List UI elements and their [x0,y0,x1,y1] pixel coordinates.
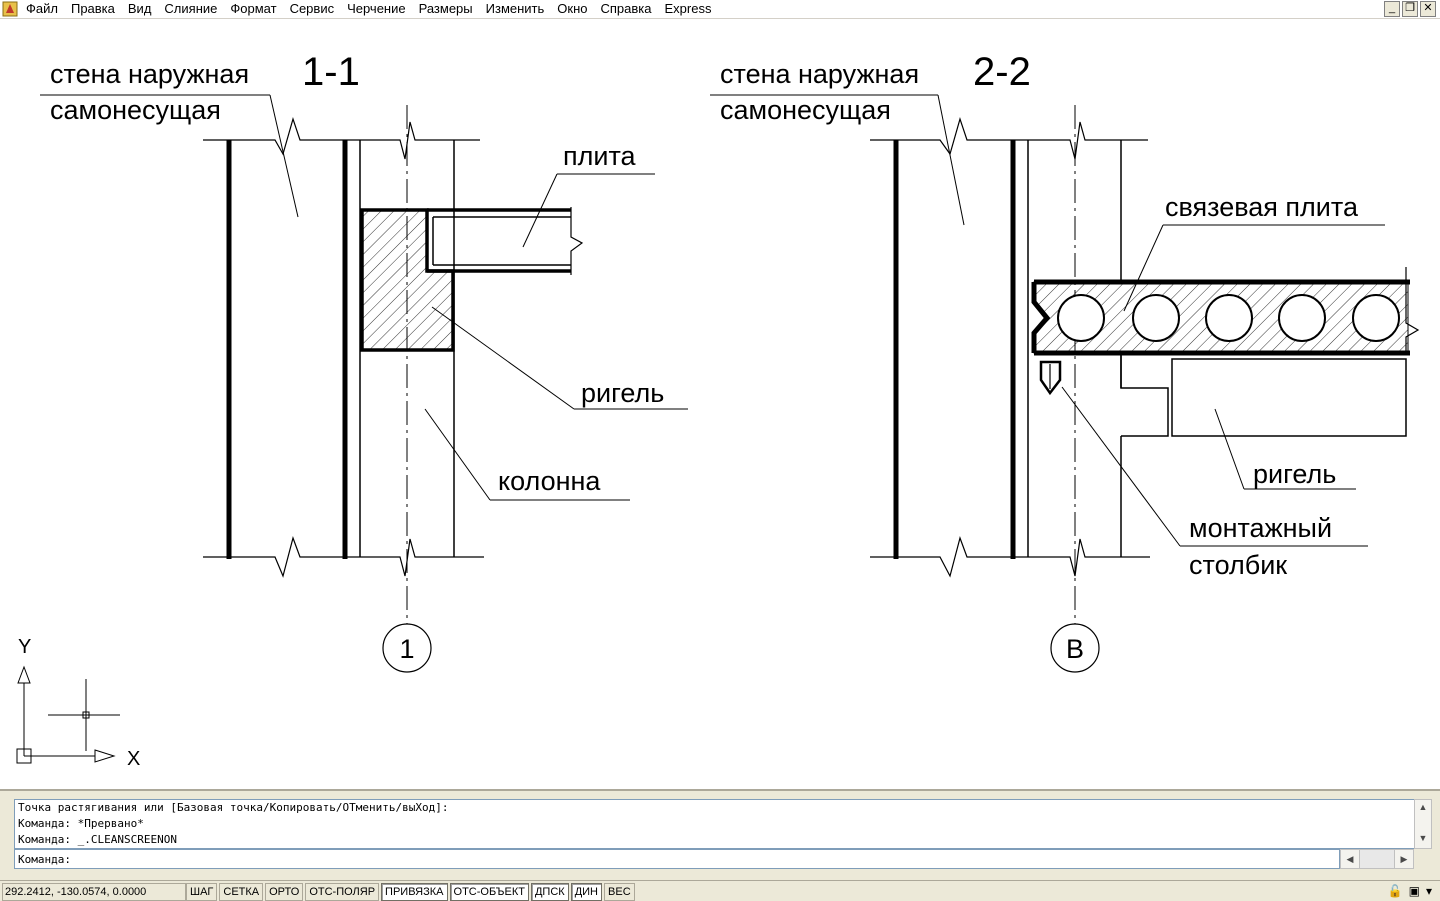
drawing-svg: стена наружная самонесущая 1-1 плита риг… [16,50,1420,770]
scroll-track[interactable] [1415,815,1431,831]
minimize-icon[interactable]: _ [1384,1,1400,17]
scroll-right-icon[interactable]: ▶ [1400,854,1408,864]
command-prompt: Команда: [18,853,71,866]
menu-item[interactable]: Размеры [418,1,473,16]
column-label: колонна [498,466,601,496]
status-toggle[interactable]: ВЕС [604,883,635,901]
menu-item[interactable]: Справка [600,1,652,16]
ucs-x-label: X [127,748,140,770]
status-toggle[interactable]: ОТС-ПОЛЯР [305,883,380,901]
wall-label-1-line2: самонесущая [50,95,221,125]
window-controls: _ ❐ ✕ [1384,1,1436,17]
drawing-labels: стена наружная самонесущая 1-1 плита риг… [18,50,1359,770]
command-vertical-scrollbar[interactable]: ▲ ▼ [1414,799,1432,849]
command-horizontal-scrollbar[interactable]: ◀ ▶ [1340,849,1414,869]
section-1-1 [40,94,688,673]
scroll-down-icon[interactable]: ▼ [1418,833,1428,843]
status-tray: 🔓 ▣ ▾ [1388,883,1432,899]
status-toggle[interactable]: ПРИВЯЗКА [381,883,448,901]
menu-item[interactable]: Сервис [289,1,335,16]
command-input[interactable]: Команда: [14,849,1340,869]
menu-item[interactable]: Слияние [164,1,218,16]
wall-label-2-line1: стена наружная [720,59,919,89]
command-history: Точка растягивания или [Базовая точка/Ко… [14,799,1416,849]
lock-icon[interactable]: 🔓 [1387,884,1403,898]
beam-label-1: ригель [581,378,664,408]
status-toggle[interactable]: ОТС-ОБЪЕКТ [449,883,529,901]
status-toggle[interactable]: ОРТО [265,883,304,901]
axis-marker-1: 1 [399,634,414,664]
menu-items: Файл Правка Вид Слияние Формат Сервис Черчение… [26,0,724,18]
slab-label: плита [563,141,637,171]
section-title-2-2: 2-2 [973,50,1031,94]
menu-item[interactable]: Файл [26,1,58,16]
section-2-2 [710,94,1420,673]
command-history-line: Точка растягивания или [Базовая точка/Ко… [18,801,449,814]
post-label-line1: монтажный [1189,513,1332,543]
status-toggle[interactable]: ШАГ [186,883,218,901]
scroll-thumb[interactable] [1359,850,1395,868]
command-history-line: Команда: *Прервано* [18,817,144,830]
clean-screen-icon[interactable]: ▣ [1408,884,1420,898]
close-icon[interactable]: ✕ [1420,1,1436,17]
axis-marker-b: В [1066,634,1084,664]
status-toggle[interactable]: ДПСК [530,883,569,901]
menu-item[interactable]: Вид [127,1,152,16]
restore-icon[interactable]: ❐ [1402,1,1418,17]
status-toggle[interactable]: СЕТКА [219,883,264,901]
scroll-left-icon[interactable]: ◀ [1346,854,1354,864]
status-toggle[interactable]: ДИН [570,883,603,901]
menu-item[interactable]: Окно [557,1,588,16]
command-window: Точка растягивания или [Базовая точка/Ко… [0,789,1440,881]
scroll-up-icon[interactable]: ▲ [1418,802,1428,812]
menu-item[interactable]: Правка [70,1,115,16]
wall-label-2-line2: самонесущая [720,95,891,125]
menu-item[interactable]: Изменить [485,1,545,16]
menu-item[interactable]: Express [664,1,712,16]
wall-label-1-line1: стена наружная [50,59,249,89]
beam-label-2: ригель [1253,459,1336,489]
drawing-canvas[interactable]: стена наружная самонесущая 1-1 плита риг… [0,19,1440,779]
ucs-icon [16,665,120,764]
menu-bar: Файл Правка Вид Слияние Формат Сервис Черчение… [0,0,1440,19]
post-label-line2: столбик [1189,550,1287,580]
menu-item[interactable]: Черчение [347,1,406,16]
link-slab-label: связевая плита [1165,192,1359,222]
autocad-app-icon[interactable] [2,1,18,17]
tray-menu-icon[interactable]: ▾ [1425,884,1432,898]
menu-item[interactable]: Формат [230,1,277,16]
coordinate-readout[interactable]: 292.2412, -130.0574, 0.0000 [2,883,186,901]
ucs-y-label: Y [18,636,31,658]
command-history-line: Команда: _.CLEANSCREENON [18,833,177,846]
section-title-1-1: 1-1 [302,50,360,94]
